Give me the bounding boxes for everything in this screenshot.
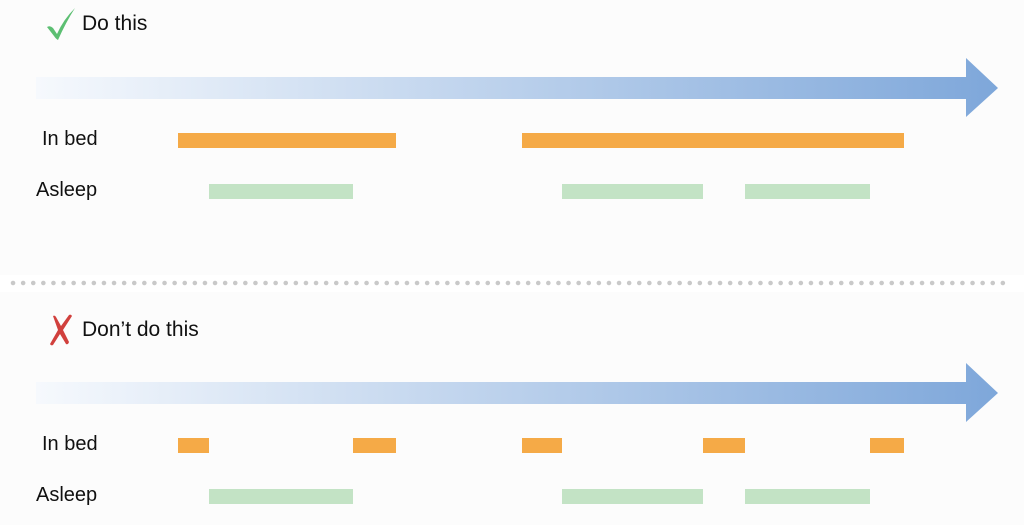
- in-bed-label-top: In bed: [42, 128, 98, 150]
- cross-icon: [50, 314, 72, 346]
- bad-example-heading: Don’t do this: [44, 312, 199, 348]
- asleep-bar: [562, 489, 703, 504]
- good-example-title: Do this: [82, 12, 148, 35]
- asleep-bar: [209, 184, 353, 199]
- bad-example-title: Don’t do this: [82, 318, 199, 341]
- asleep-bar: [745, 489, 870, 504]
- bad-example-panel: [0, 292, 1024, 525]
- asleep-label-top: Asleep: [36, 179, 98, 201]
- time-arrow-top: [36, 58, 998, 117]
- asleep-bar: [745, 184, 870, 199]
- in-bed-bar: [178, 438, 209, 453]
- in-bed-bar: [522, 438, 562, 453]
- asleep-label-bottom: Asleep: [36, 484, 98, 506]
- in-bed-label-bottom: In bed: [42, 433, 98, 455]
- in-bed-bar: [522, 133, 904, 148]
- in-bed-bar: [178, 133, 396, 148]
- check-icon: [47, 8, 75, 40]
- in-bed-bar: [353, 438, 396, 453]
- asleep-bar: [209, 489, 353, 504]
- time-arrow-bottom: [36, 363, 998, 422]
- in-bed-bar: [870, 438, 904, 453]
- in-bed-bar: [703, 438, 745, 453]
- good-example-heading: Do this: [44, 6, 147, 42]
- asleep-bar: [562, 184, 703, 199]
